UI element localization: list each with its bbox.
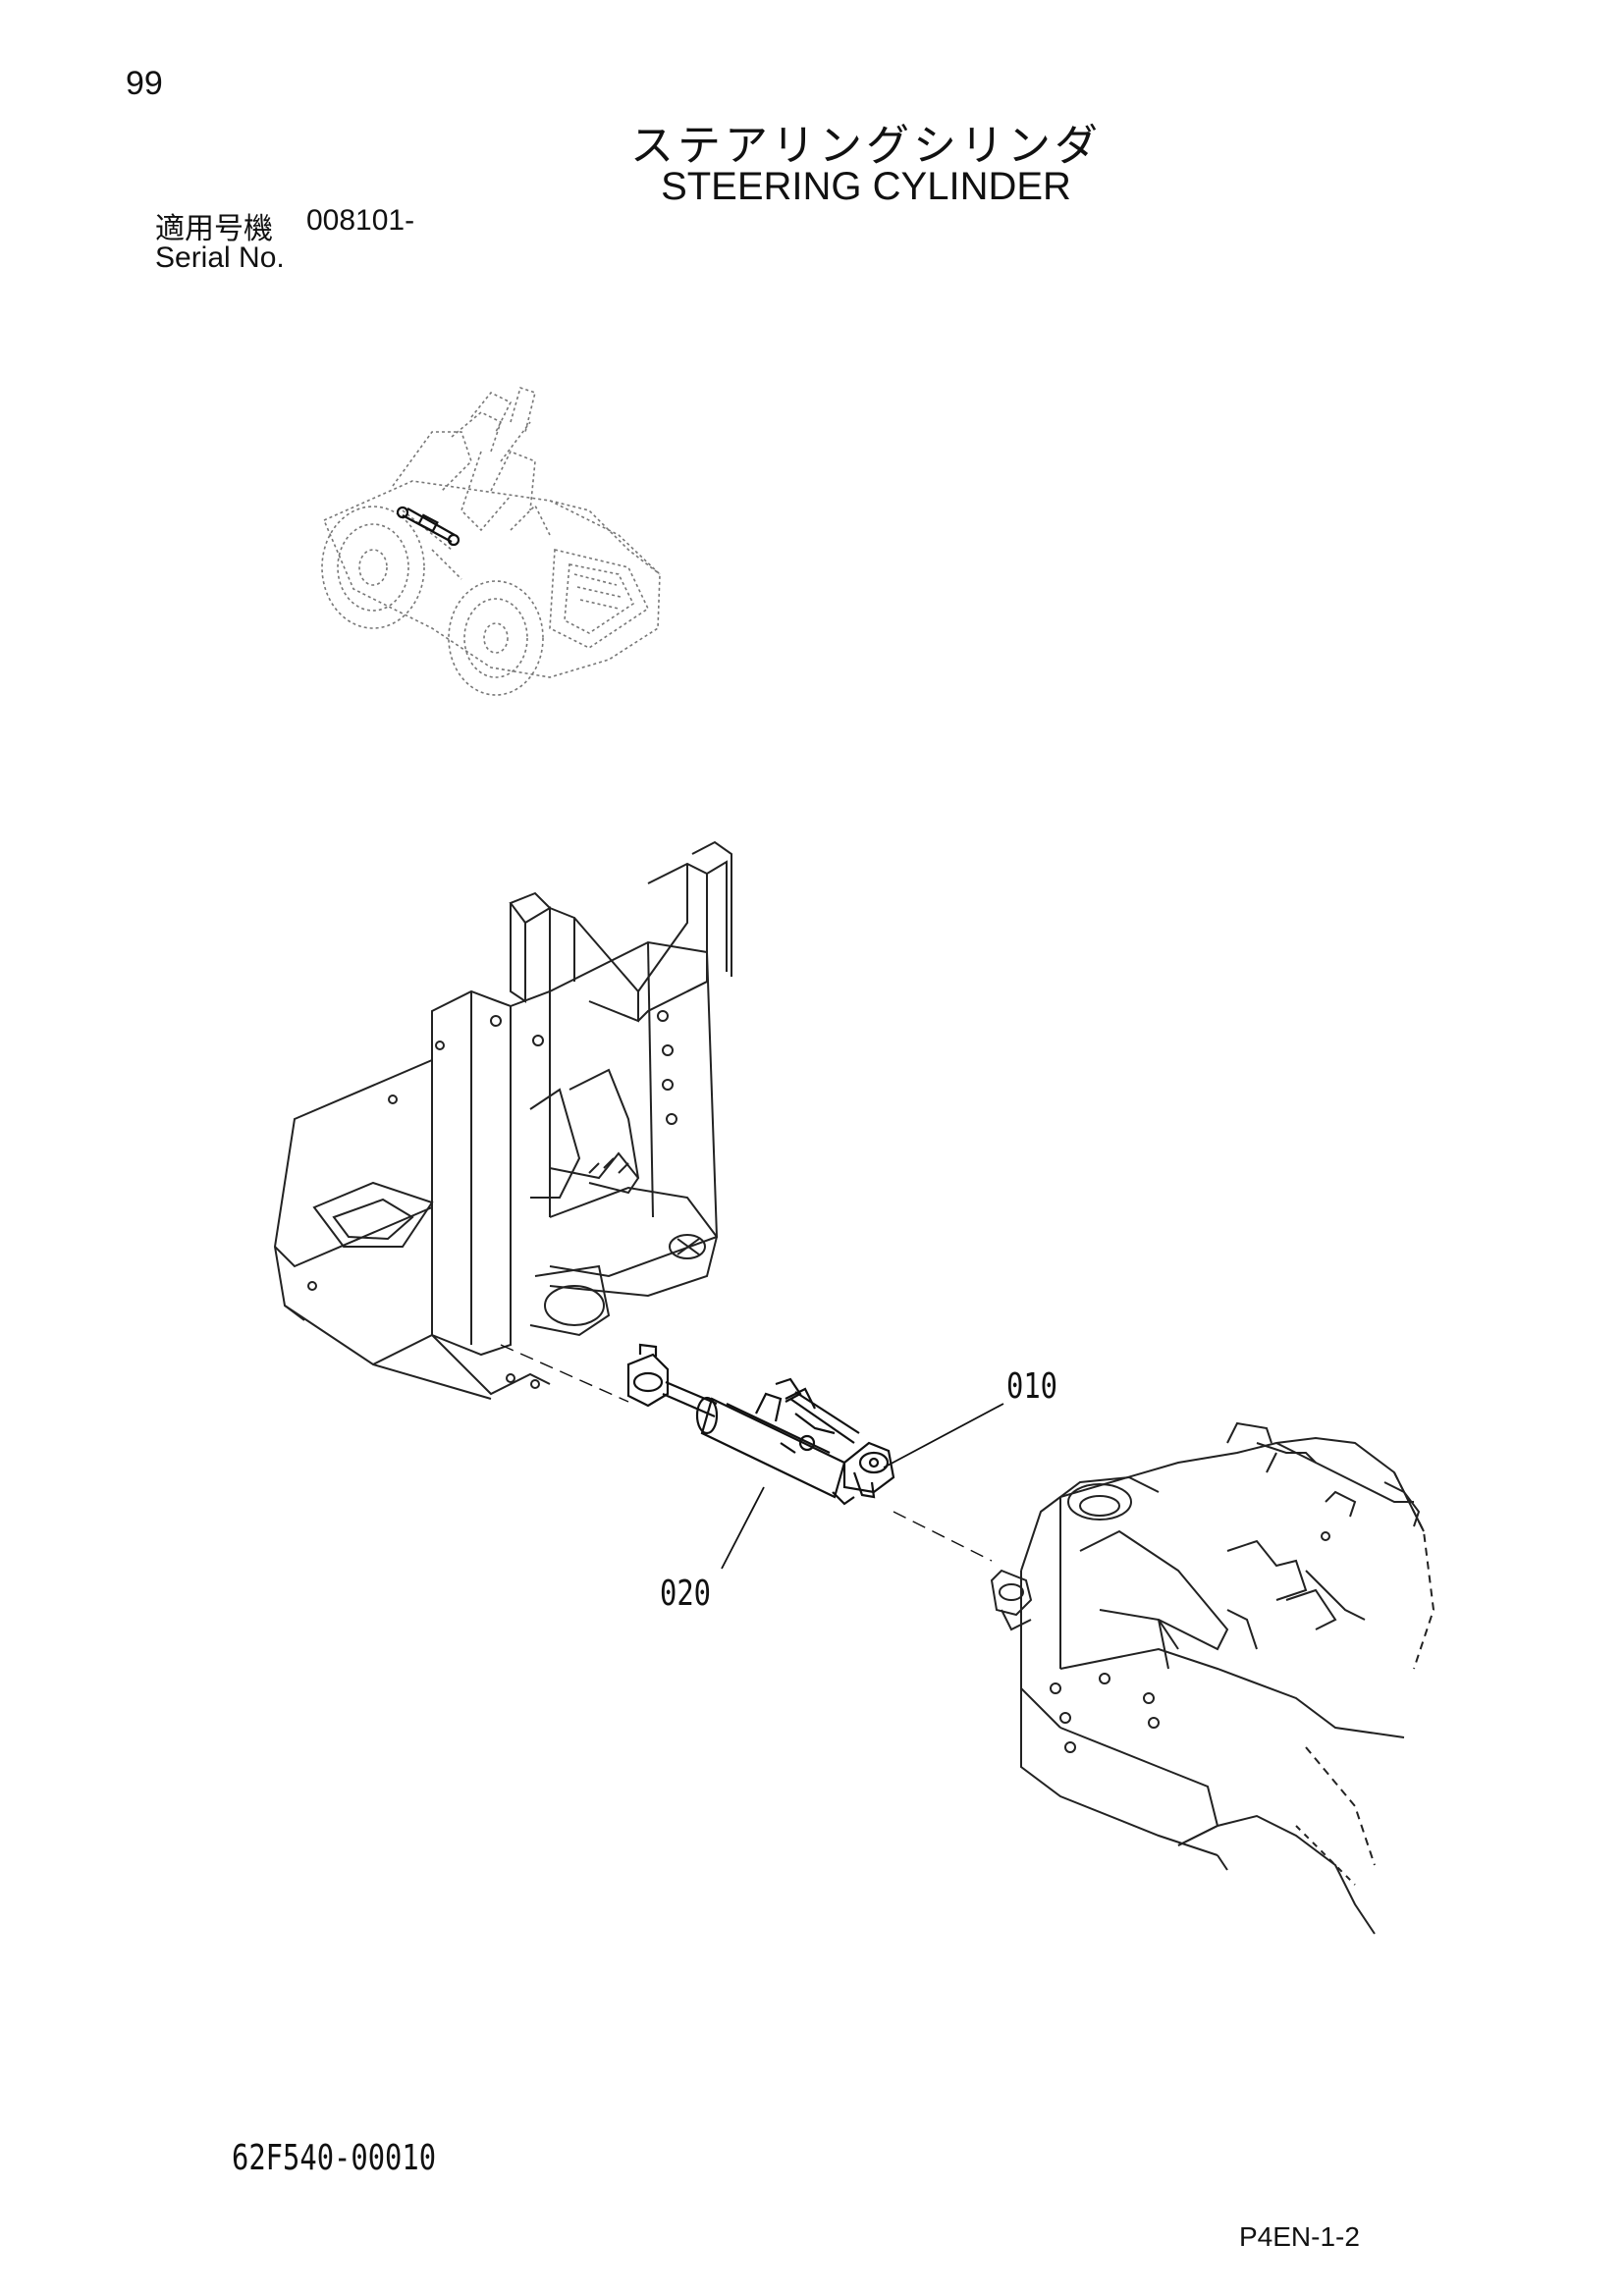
page-number: 99 xyxy=(126,65,163,102)
callout-leaders xyxy=(721,1403,1004,1570)
page-code: P4EN-1-2 xyxy=(1239,2221,1360,2252)
page-title: STEERING CYLINDER xyxy=(661,165,1071,208)
steering-cylinder xyxy=(500,1343,993,1562)
callout-label-020: 020 xyxy=(660,1574,712,1614)
callout-label-010: 010 xyxy=(1006,1366,1058,1407)
page-title-japanese: ステアリングシリンダ xyxy=(630,121,1102,171)
serial-label: Serial No. xyxy=(155,241,285,274)
upper-frame-illustration xyxy=(273,840,732,1400)
front-axle-frame-illustration xyxy=(990,1421,1435,1935)
cylinder-highlight-marker xyxy=(396,506,460,547)
serial-number-value: 008101- xyxy=(306,204,415,237)
vehicle-locator-illustration xyxy=(321,386,661,696)
serial-label-japanese: 適用号機 xyxy=(155,212,273,246)
document-code: 62F540-00010 xyxy=(232,2138,437,2178)
